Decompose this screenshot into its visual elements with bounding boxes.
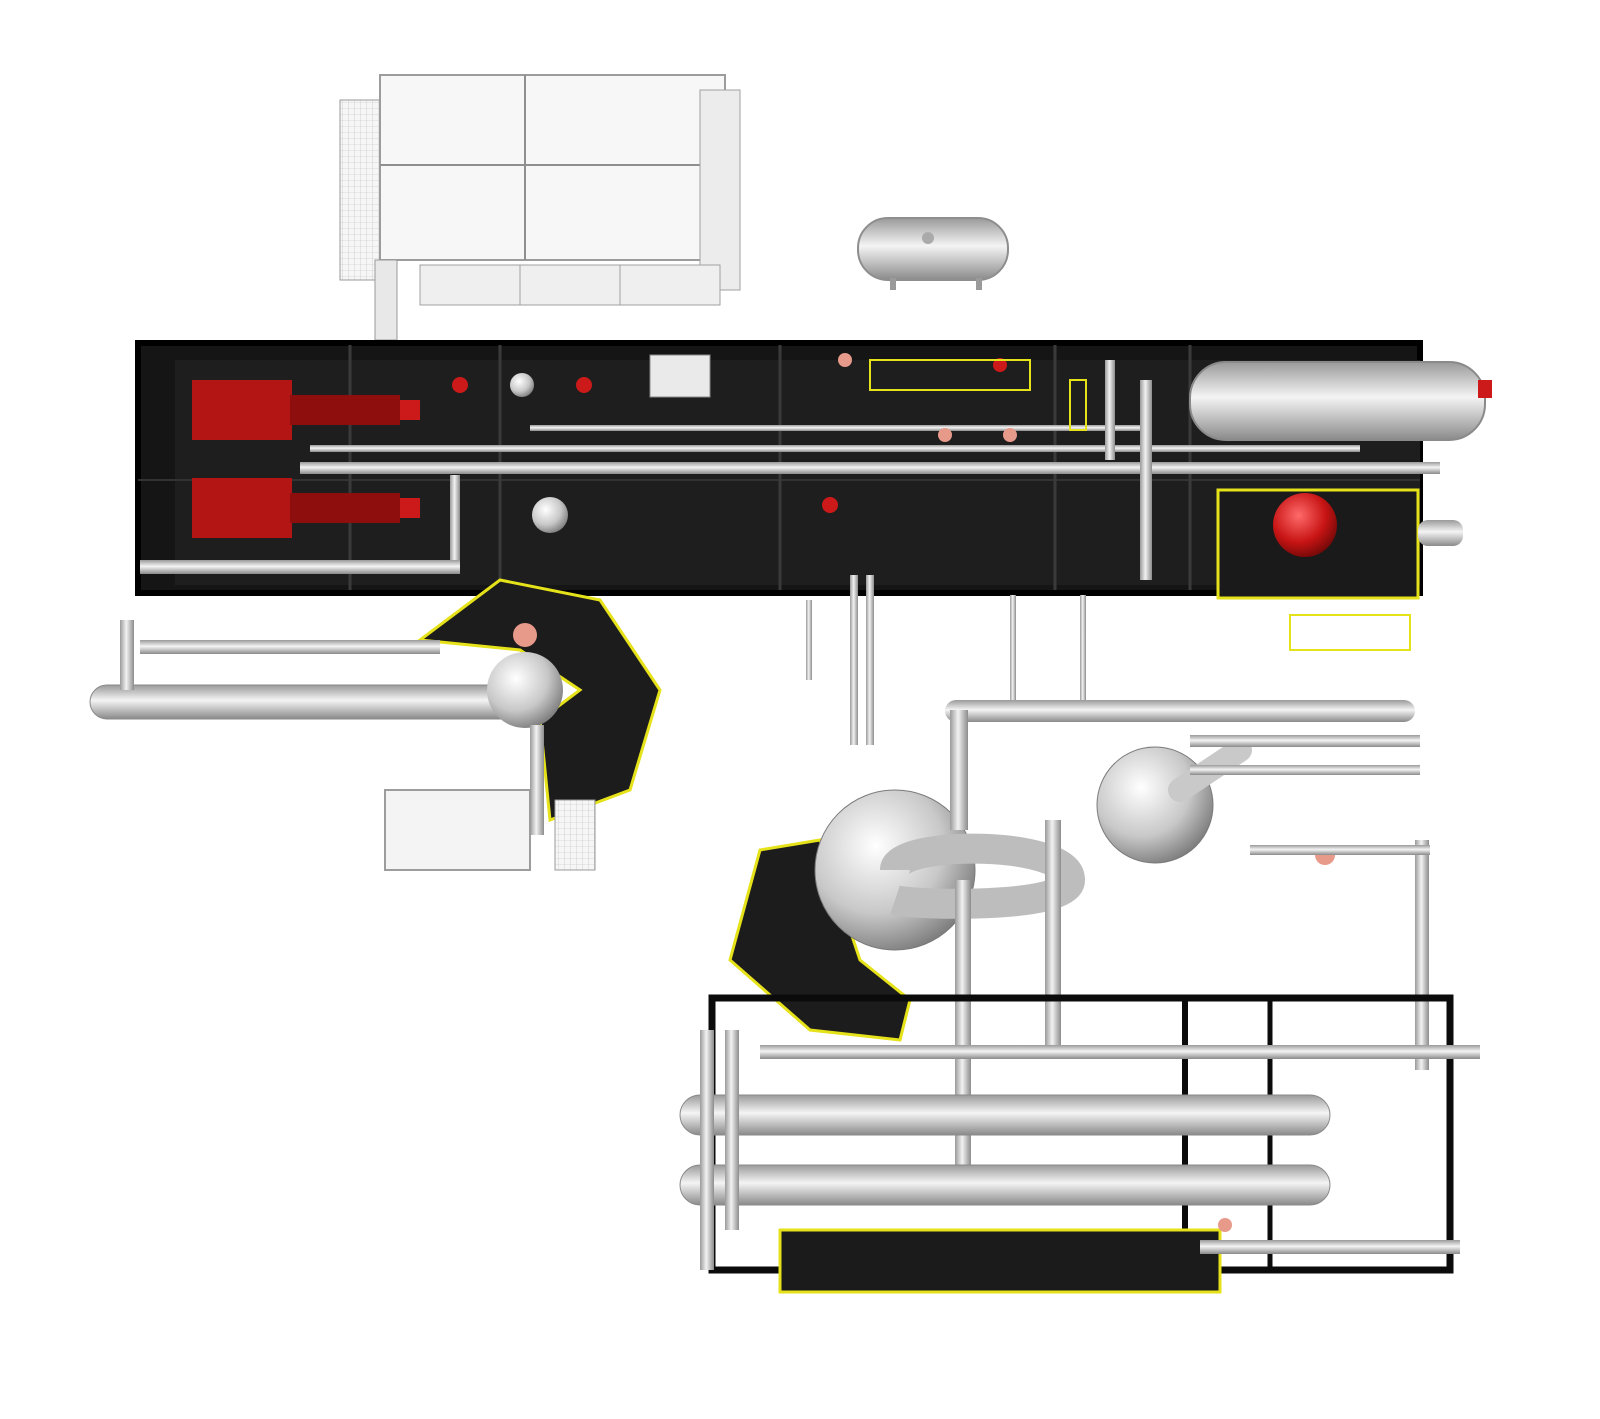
red-pump-upper — [192, 380, 420, 440]
small-enclosure-left — [384, 789, 596, 871]
horizontal-storage-tank — [857, 217, 1009, 290]
drop-pipes — [806, 575, 1086, 745]
heat-exchanger-skid-bottom — [679, 994, 1480, 1294]
air-cooler-unit — [339, 74, 741, 341]
red-spherical-vessel — [1216, 488, 1463, 651]
spherical-vessel-left — [89, 578, 662, 835]
red-pump-lower — [192, 478, 420, 538]
horizontal-vessel-right — [1189, 361, 1492, 441]
large-spherical-vessel-center — [728, 700, 1415, 1180]
spherical-vessel-right — [1096, 735, 1430, 1070]
